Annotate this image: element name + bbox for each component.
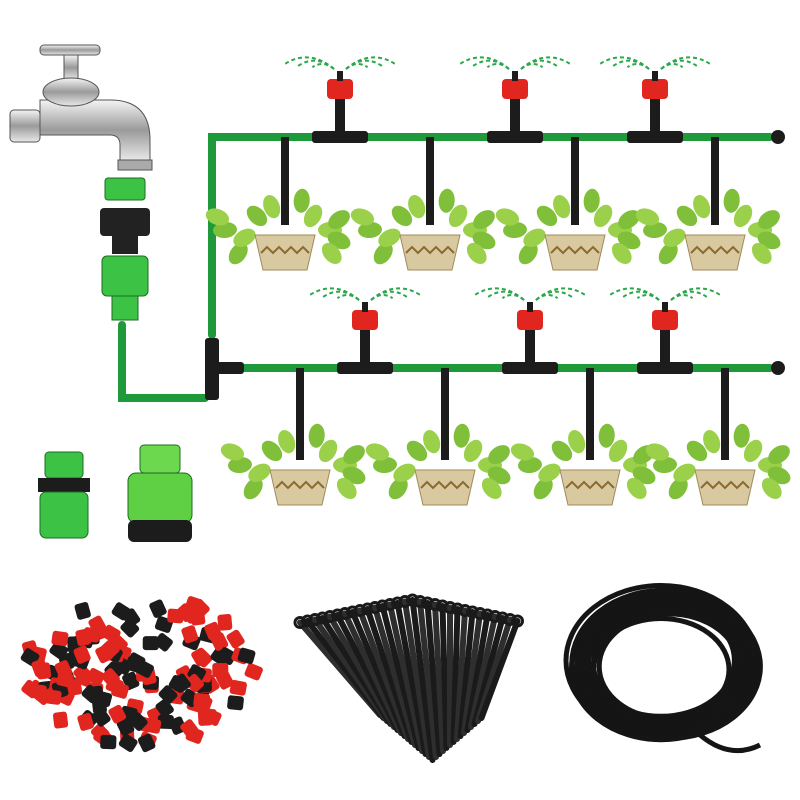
dripper — [101, 639, 120, 659]
stake — [349, 609, 408, 739]
dripper — [167, 608, 184, 624]
stake — [478, 618, 521, 721]
sprinkler-icon — [608, 287, 722, 374]
tubing-end — [698, 733, 762, 754]
dripper — [149, 599, 167, 618]
dripper — [94, 690, 113, 708]
plant-pot-icon — [635, 137, 781, 271]
dripper — [244, 663, 263, 681]
quick-connector-icon — [38, 451, 90, 539]
dripper — [101, 624, 121, 643]
dripper — [217, 647, 237, 666]
dripper — [51, 630, 69, 647]
dripper — [191, 647, 210, 667]
dripper — [56, 671, 74, 688]
dripper — [118, 733, 138, 752]
dripper — [185, 673, 204, 693]
stake-bundle-icon — [293, 593, 524, 763]
tap-adapter-icon — [127, 444, 193, 542]
dripper — [100, 734, 117, 750]
dripper — [226, 629, 245, 649]
dripper — [31, 658, 49, 678]
sprinkler-icon — [473, 287, 587, 374]
hose-connector-icon — [100, 177, 150, 321]
stake — [402, 598, 432, 760]
stake — [457, 609, 476, 739]
dripper — [92, 707, 111, 727]
dripper — [137, 733, 156, 753]
tee-connector-icon — [205, 338, 244, 400]
end-plug-icon — [771, 130, 785, 375]
stake — [450, 606, 461, 745]
stake — [372, 604, 418, 748]
stake — [357, 607, 411, 742]
stake — [454, 607, 468, 742]
dripper — [216, 671, 234, 690]
dripper — [77, 713, 94, 731]
tubing-coil-icon — [563, 583, 763, 754]
dripper-pile-icon — [20, 596, 263, 753]
stake — [439, 603, 450, 751]
dripper — [74, 669, 93, 687]
stake — [409, 597, 436, 763]
dripper — [229, 680, 247, 696]
stake — [471, 615, 506, 727]
dripper — [128, 712, 148, 731]
stake — [364, 606, 415, 745]
dripper — [197, 709, 213, 726]
plant-pot-icon — [510, 368, 656, 506]
plant-pot-icon — [365, 368, 511, 506]
stake — [387, 601, 425, 754]
dripper — [181, 625, 199, 644]
dripper — [73, 645, 91, 664]
dripper — [157, 714, 174, 729]
dripper — [237, 647, 256, 665]
dripper — [120, 618, 140, 638]
dripper — [74, 601, 91, 620]
dripper — [142, 636, 159, 651]
dripper — [204, 621, 222, 641]
sprinkler-icon — [598, 56, 712, 143]
stake — [461, 610, 483, 736]
plant-pot-icon — [645, 368, 791, 506]
tubing-loop — [590, 616, 732, 723]
dripper — [143, 717, 162, 734]
dripper — [180, 719, 199, 739]
faucet-icon — [9, 44, 153, 171]
stake — [475, 616, 513, 724]
plant-pot-icon — [495, 137, 641, 271]
stake — [417, 598, 439, 760]
dripper — [158, 685, 178, 705]
dripper — [44, 689, 62, 705]
dripper — [111, 682, 129, 699]
stake — [468, 613, 498, 730]
dripper — [108, 704, 127, 724]
dripper — [172, 673, 191, 693]
sprinkler-icon — [308, 287, 422, 374]
stake — [394, 600, 429, 757]
dripper — [83, 627, 101, 643]
stake — [424, 600, 443, 757]
dripper — [52, 711, 69, 729]
dripper — [29, 683, 47, 700]
dripper — [154, 633, 173, 652]
plant-pot-icon — [350, 137, 496, 271]
dripper — [217, 614, 233, 631]
dripper — [193, 693, 211, 709]
dripper — [191, 598, 210, 618]
dripper — [227, 695, 244, 711]
sprinkler-icon — [283, 56, 397, 143]
stake — [379, 603, 422, 751]
dripper — [135, 660, 154, 678]
stake — [464, 612, 491, 733]
plant-pot-icon — [205, 137, 351, 271]
plant-pot-icon — [220, 368, 366, 506]
sprinkler-icon — [458, 56, 572, 143]
stake — [432, 601, 446, 754]
